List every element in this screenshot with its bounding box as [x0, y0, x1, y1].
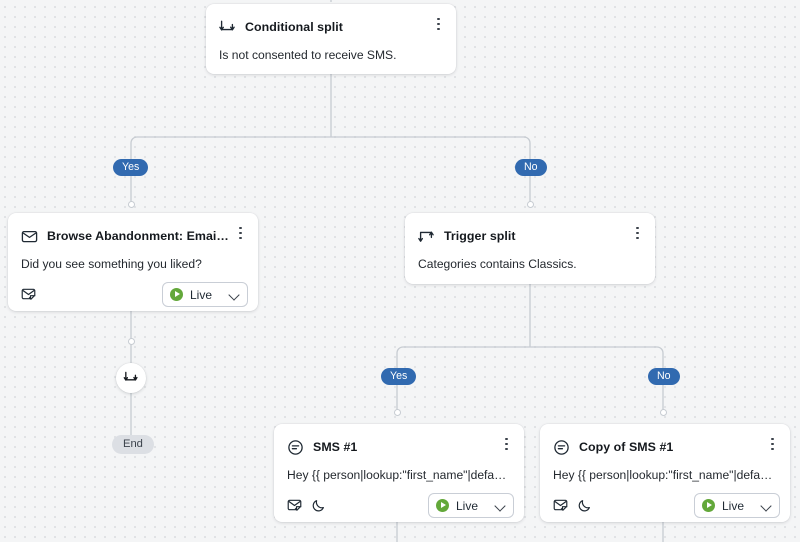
- footer-icon-group: [21, 287, 162, 302]
- branch-label-trigger-no[interactable]: No: [648, 368, 680, 385]
- card-description: Hey {{ person|lookup:"first_name"|defaul…: [553, 468, 780, 482]
- kebab-menu-icon[interactable]: [629, 224, 646, 242]
- status-dropdown-live[interactable]: Live: [694, 493, 780, 518]
- card-header: Conditional split: [206, 4, 456, 38]
- branch-label-conditional-yes[interactable]: Yes: [113, 159, 149, 176]
- live-play-icon: [170, 288, 183, 301]
- card-header: Browse Abandonment: Email...: [8, 213, 258, 247]
- live-play-icon: [436, 499, 449, 512]
- node-trigger-split[interactable]: Trigger split Categories contains Classi…: [405, 213, 655, 284]
- email-check-icon: [21, 287, 36, 302]
- card-header: Copy of SMS #1: [540, 424, 790, 458]
- card-footer: Live: [540, 484, 790, 530]
- envelope-icon: [21, 228, 38, 245]
- card-footer: Live: [8, 273, 258, 319]
- kebab-menu-icon[interactable]: [764, 435, 781, 453]
- card-title: SMS #1: [313, 440, 358, 454]
- quiet-hours-moon-icon: [311, 498, 326, 513]
- split-icon: [219, 19, 236, 36]
- branch-label-trigger-yes[interactable]: Yes: [381, 368, 417, 385]
- connector-dot-trigger-no: [659, 409, 667, 416]
- status-label: Live: [190, 287, 213, 302]
- node-sms-1[interactable]: SMS #1 Hey {{ person|lookup:"first_name"…: [274, 424, 524, 522]
- node-split-circle[interactable]: [116, 363, 146, 393]
- card-description: Is not consented to receive SMS.: [219, 48, 397, 62]
- connector-dot-trigger-yes: [393, 409, 401, 416]
- connector-dot-email-out: [127, 338, 135, 345]
- node-copy-of-sms-1[interactable]: Copy of SMS #1 Hey {{ person|lookup:"fir…: [540, 424, 790, 522]
- sms-bubble-icon: [553, 439, 570, 456]
- card-header: Trigger split: [405, 213, 655, 247]
- card-title: Browse Abandonment: Email...: [47, 229, 231, 243]
- split-icon: [418, 228, 435, 245]
- node-browse-abandonment-email[interactable]: Browse Abandonment: Email... Did you see…: [8, 213, 258, 311]
- node-end: End: [112, 435, 154, 454]
- footer-icon-group: [553, 498, 694, 513]
- card-title: Copy of SMS #1: [579, 440, 674, 454]
- card-footer: Live: [274, 484, 524, 530]
- kebab-menu-icon[interactable]: [430, 15, 447, 33]
- email-check-icon: [287, 498, 302, 513]
- connector-dot-yes: [127, 201, 135, 208]
- chevron-down-icon: [495, 500, 506, 511]
- status-label: Live: [456, 498, 479, 513]
- card-header: SMS #1: [274, 424, 524, 458]
- kebab-menu-icon[interactable]: [232, 224, 249, 242]
- card-description: Hey {{ person|lookup:"first_name"|defaul…: [287, 468, 514, 482]
- connector-dot-no: [526, 201, 534, 208]
- email-check-icon: [553, 498, 568, 513]
- live-play-icon: [702, 499, 715, 512]
- card-description: Categories contains Classics.: [418, 257, 577, 271]
- sms-bubble-icon: [287, 439, 304, 456]
- card-title: Trigger split: [444, 229, 516, 243]
- status-label: Live: [722, 498, 745, 513]
- status-dropdown-live[interactable]: Live: [162, 282, 248, 307]
- card-title: Conditional split: [245, 20, 343, 34]
- card-description: Did you see something you liked?: [21, 257, 202, 271]
- chevron-down-icon: [229, 289, 240, 300]
- kebab-menu-icon[interactable]: [498, 435, 515, 453]
- footer-icon-group: [287, 498, 428, 513]
- branch-label-conditional-no[interactable]: No: [515, 159, 547, 176]
- status-dropdown-live[interactable]: Live: [428, 493, 514, 518]
- node-conditional-split[interactable]: Conditional split Is not consented to re…: [206, 4, 456, 74]
- quiet-hours-moon-icon: [577, 498, 592, 513]
- chevron-down-icon: [761, 500, 772, 511]
